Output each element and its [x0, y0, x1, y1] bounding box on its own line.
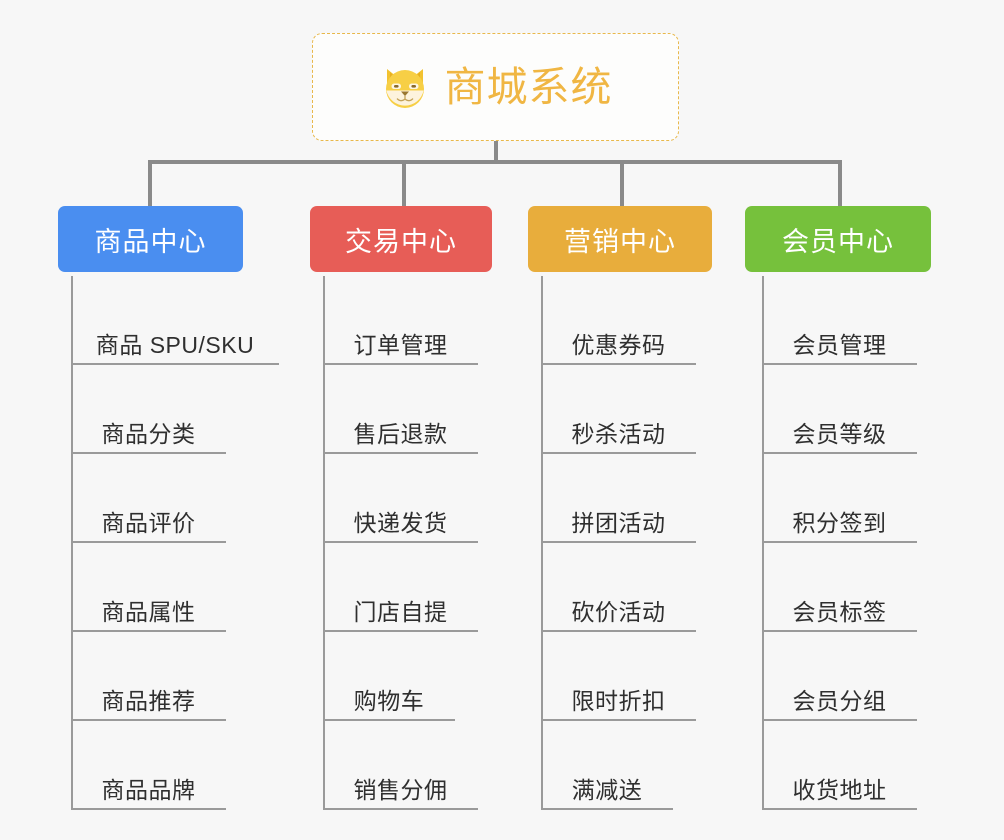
leaf-label: 快递发货 — [353, 509, 448, 536]
root-node[interactable]: 商城系统 — [312, 33, 679, 141]
leaf-label: 商品 SPU/SKU — [95, 331, 255, 358]
leaf-item[interactable]: 拼团活动 — [541, 454, 696, 543]
connector-drop-2 — [402, 160, 406, 206]
leaf-label: 订单管理 — [353, 331, 448, 358]
category-header-4-label: 会员中心 — [782, 226, 894, 257]
leaf-item[interactable]: 商品属性 — [71, 543, 226, 632]
leaf-label: 满减送 — [571, 776, 643, 803]
connector-root-stem — [494, 141, 498, 163]
category-header-2-label: 交易中心 — [345, 226, 457, 257]
leaf-item[interactable]: 积分签到 — [762, 454, 917, 543]
leaf-item[interactable]: 会员管理 — [762, 276, 917, 365]
leaf-label: 砍价活动 — [571, 598, 666, 625]
category-header-3-label: 营销中心 — [564, 226, 676, 257]
leaf-item[interactable]: 收货地址 — [762, 721, 917, 810]
leaf-item[interactable]: 砍价活动 — [541, 543, 696, 632]
connector-drop-4 — [838, 160, 842, 206]
leaf-label: 商品分类 — [101, 420, 196, 447]
leaf-label: 会员分组 — [792, 687, 887, 714]
leaf-label: 商品属性 — [101, 598, 196, 625]
leaf-label: 秒杀活动 — [571, 420, 666, 447]
connector-horizontal-bus — [148, 160, 842, 164]
leaf-label: 商品品牌 — [101, 776, 196, 803]
leaf-label: 限时折扣 — [571, 687, 666, 714]
leaf-item[interactable]: 购物车 — [323, 632, 455, 721]
leaf-label: 门店自提 — [353, 598, 448, 625]
root-title: 商城系统 — [444, 63, 613, 110]
leaf-item[interactable]: 满减送 — [541, 721, 673, 810]
leaf-item[interactable]: 商品推荐 — [71, 632, 226, 721]
category-header-3[interactable]: 营销中心 — [528, 206, 712, 272]
shiba-dog-icon — [379, 61, 431, 113]
leaf-item[interactable]: 优惠券码 — [541, 276, 696, 365]
category-header-1-label: 商品中心 — [94, 226, 207, 257]
leaf-label: 会员管理 — [792, 331, 887, 358]
leaf-label: 收货地址 — [792, 776, 887, 803]
leaf-label: 优惠券码 — [571, 331, 666, 358]
leaf-label: 商品评价 — [101, 509, 196, 536]
leaf-item[interactable]: 售后退款 — [323, 365, 478, 454]
leaf-item[interactable]: 商品评价 — [71, 454, 226, 543]
leaf-item[interactable]: 限时折扣 — [541, 632, 696, 721]
leaf-item[interactable]: 订单管理 — [323, 276, 478, 365]
leaf-item[interactable]: 商品分类 — [71, 365, 226, 454]
leaf-label: 商品推荐 — [101, 687, 196, 714]
leaf-item[interactable]: 会员等级 — [762, 365, 917, 454]
connector-drop-1 — [148, 160, 152, 206]
branch-spine-2 — [323, 276, 325, 810]
leaf-label: 购物车 — [353, 687, 425, 714]
leaf-label: 会员等级 — [792, 420, 887, 447]
category-header-1[interactable]: 商品中心 — [58, 206, 243, 272]
leaf-label: 会员标签 — [792, 598, 887, 625]
category-header-2[interactable]: 交易中心 — [310, 206, 492, 272]
branch-spine-4 — [762, 276, 764, 810]
leaf-label: 拼团活动 — [571, 509, 666, 536]
branch-spine-1 — [71, 276, 73, 810]
category-header-4[interactable]: 会员中心 — [745, 206, 931, 272]
leaf-label: 售后退款 — [353, 420, 448, 447]
leaf-label: 销售分佣 — [353, 776, 448, 803]
leaf-item[interactable]: 门店自提 — [323, 543, 478, 632]
leaf-label: 积分签到 — [792, 509, 887, 536]
connector-drop-3 — [620, 160, 624, 206]
branch-spine-3 — [541, 276, 543, 810]
leaf-item[interactable]: 快递发货 — [323, 454, 478, 543]
leaf-item[interactable]: 会员标签 — [762, 543, 917, 632]
leaf-item[interactable]: 秒杀活动 — [541, 365, 696, 454]
leaf-item[interactable]: 销售分佣 — [323, 721, 478, 810]
leaf-item[interactable]: 会员分组 — [762, 632, 917, 721]
leaf-item[interactable]: 商品 SPU/SKU — [71, 276, 279, 365]
leaf-item[interactable]: 商品品牌 — [71, 721, 226, 810]
